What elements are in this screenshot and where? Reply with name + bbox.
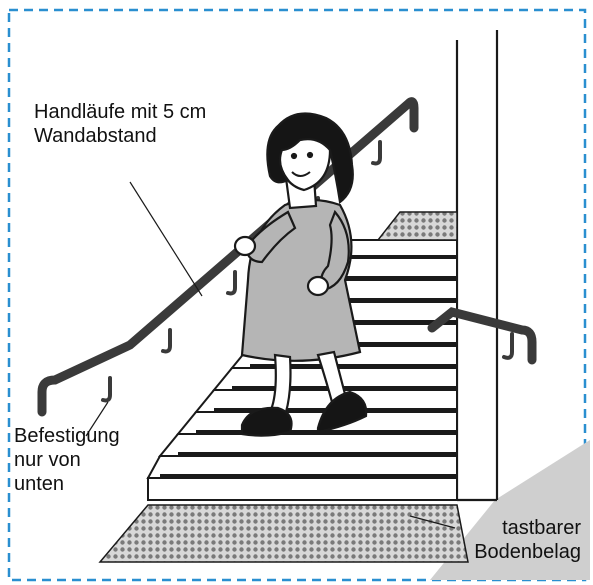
- wall-pillar: [457, 30, 497, 500]
- label-floor-line2: Bodenbelag: [474, 540, 581, 564]
- label-handrail-line2: Wandabstand: [34, 124, 206, 148]
- label-floor: tastbarer Bodenbelag: [474, 516, 581, 564]
- label-handrail-line1: Handläufe mit 5 cm: [34, 100, 206, 124]
- label-floor-line1: tastbarer: [474, 516, 581, 540]
- label-mounting: Befestigung nur von unten: [14, 424, 120, 496]
- tactile-floor-mat-bottom: [100, 505, 468, 562]
- label-handrail: Handläufe mit 5 cm Wandabstand: [34, 100, 206, 148]
- label-mounting-line3: unten: [14, 472, 120, 496]
- tactile-floor-mat-top: [378, 212, 457, 240]
- label-mounting-line1: Befestigung: [14, 424, 120, 448]
- label-mounting-line2: nur von: [14, 448, 120, 472]
- leader-line-handrail: [130, 182, 202, 296]
